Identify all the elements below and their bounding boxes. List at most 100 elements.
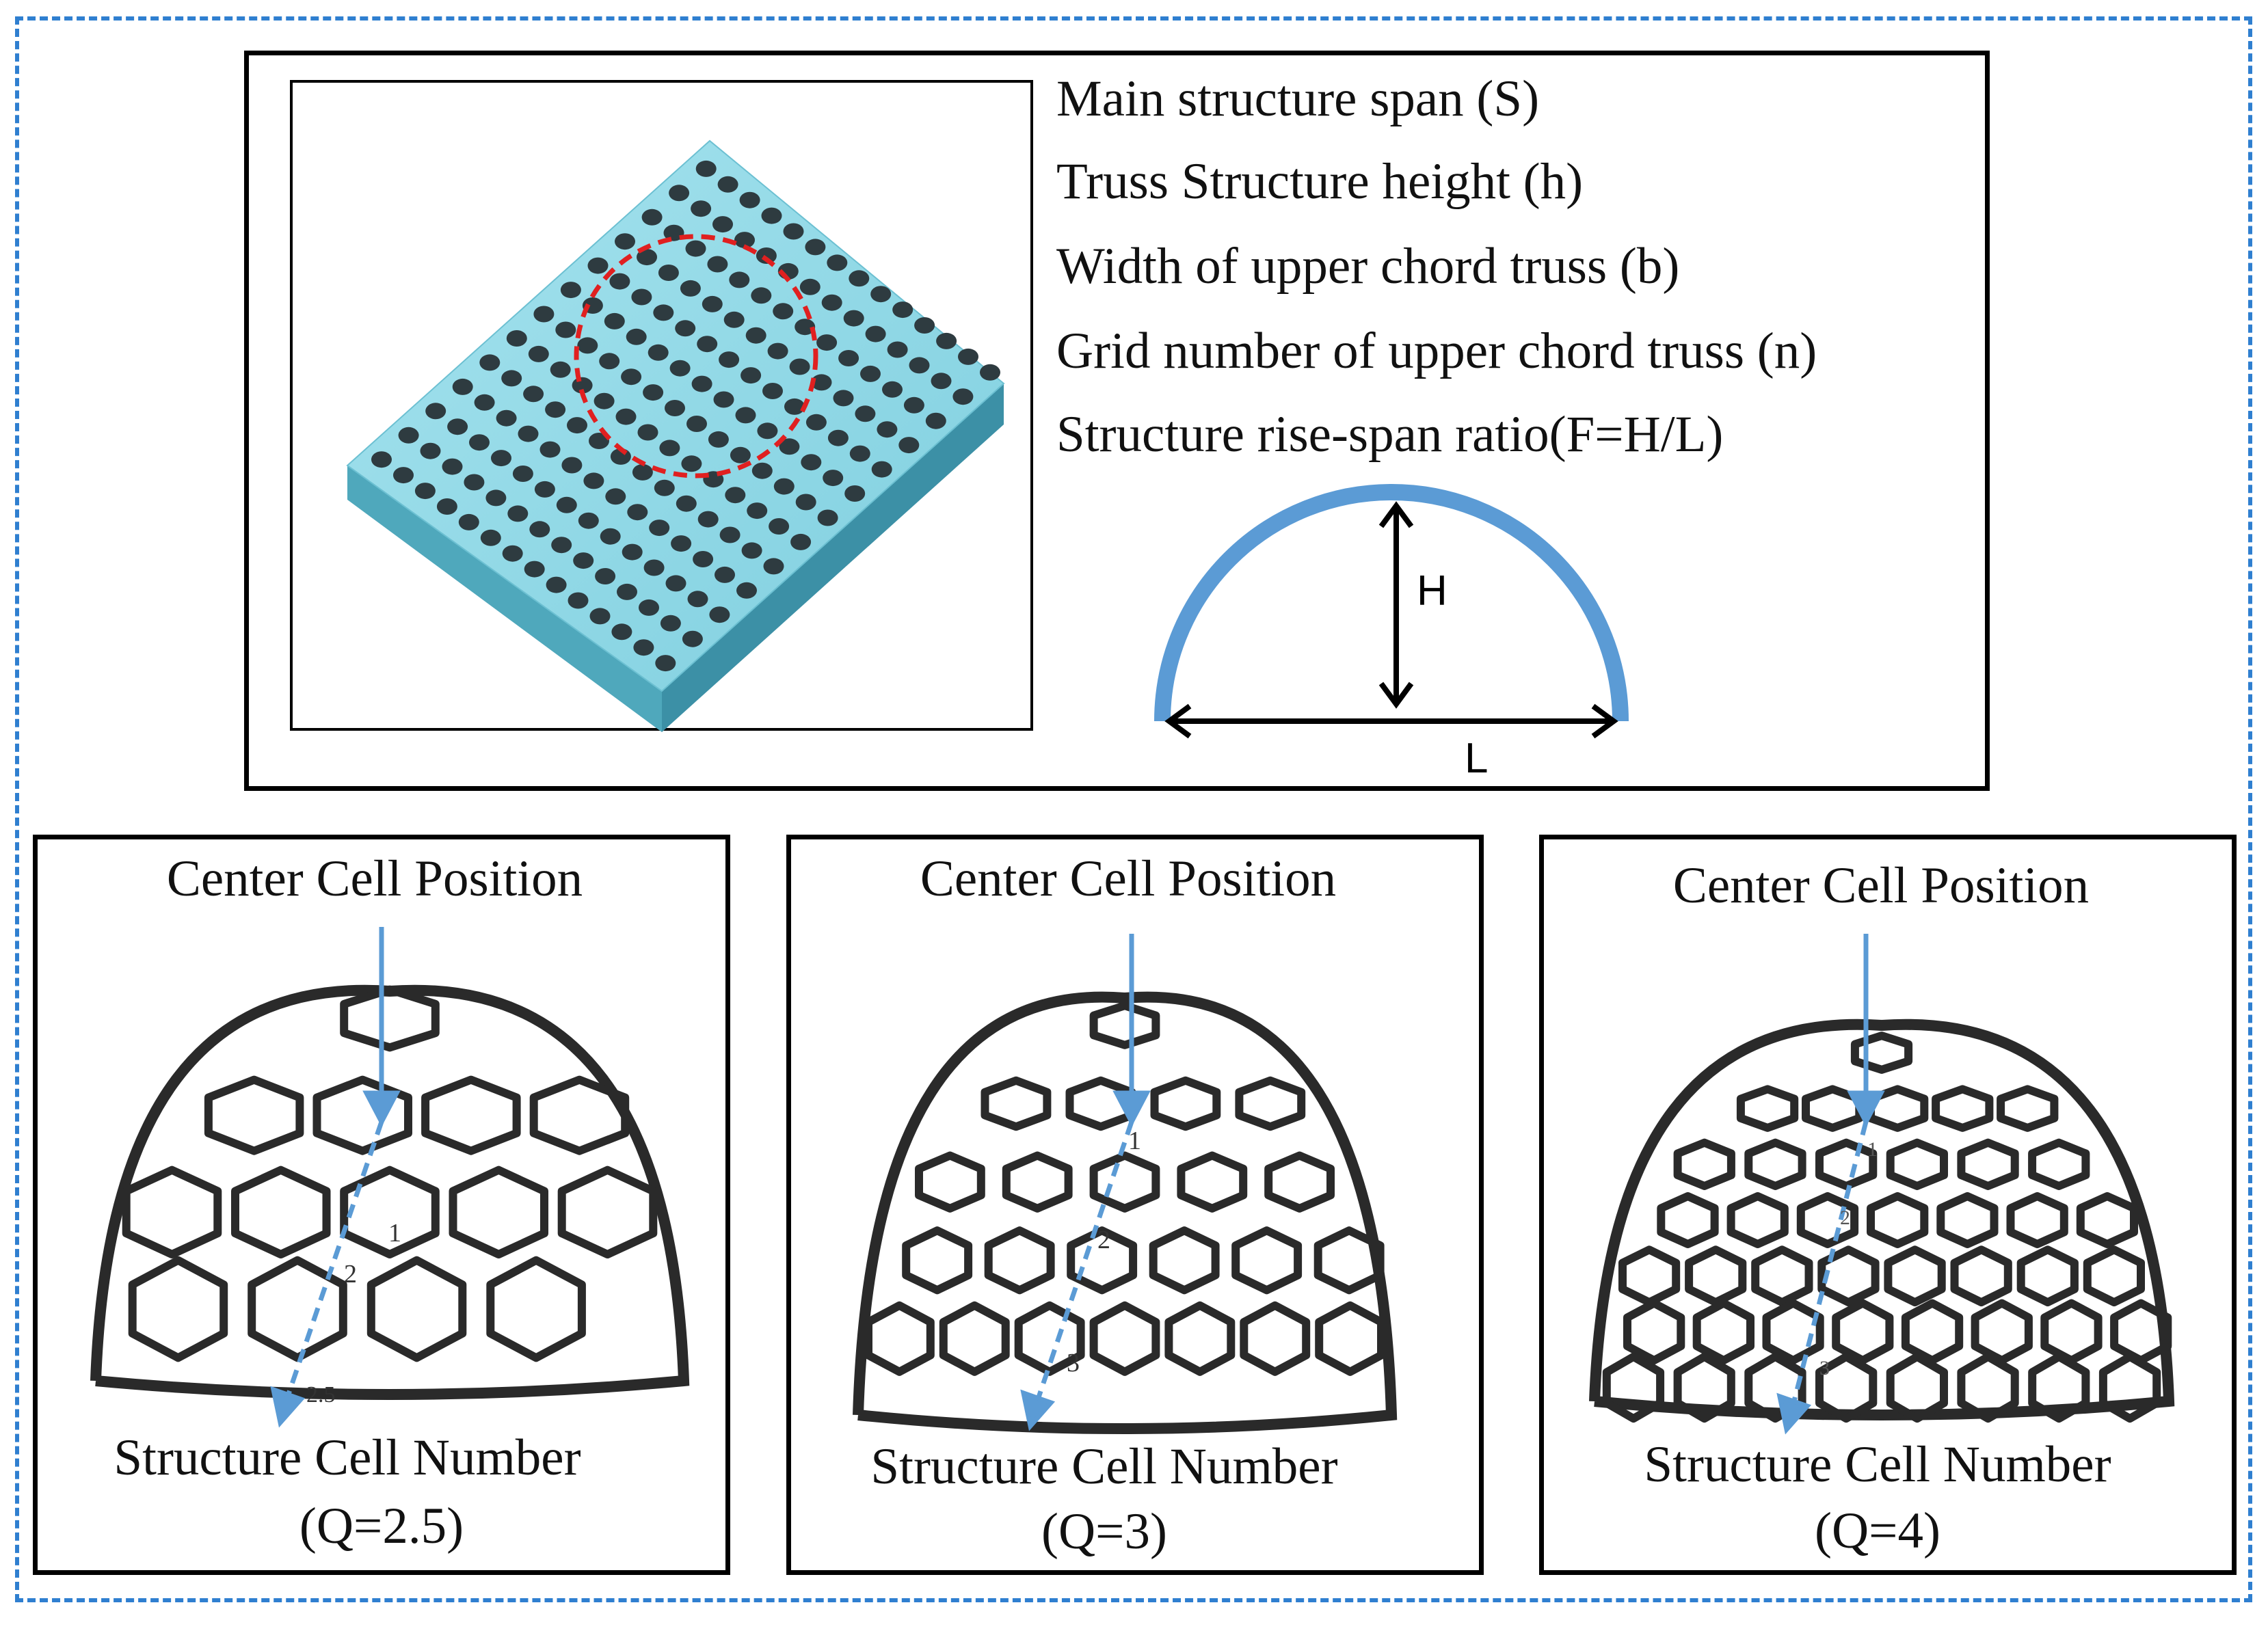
plate-hole [665,575,686,592]
dome-cell [1867,1192,1929,1248]
plate-hole [550,361,571,378]
plate-hole [707,256,728,273]
plate-hole [458,513,479,530]
dome-cell [1150,1076,1221,1131]
panel2-q-label: (Q=3) [1041,1503,1167,1560]
plate-hole [464,474,485,491]
plate-image-frame [290,80,1033,732]
plate-hole [491,450,511,467]
plate-hole [773,478,795,495]
panel2-arrows: 1 2 3 [1020,934,1151,1431]
dome-cell [1149,1226,1220,1295]
plate-hole [622,543,643,561]
plate-hole [821,294,842,311]
plate-hole [469,434,490,451]
plate-hole [633,639,654,656]
dome-cell [2028,1352,2090,1423]
plate-hole [783,223,804,240]
plate-hole [480,529,501,546]
dome-cell [1164,1301,1236,1376]
dome-cell [1089,1151,1160,1213]
dome-cell [1602,1352,1665,1423]
plate-hole [665,400,685,416]
dome-cell [984,1226,1055,1295]
dome-cell [2098,1352,2161,1423]
arrow-span [1164,703,1618,739]
plate-hole [452,378,473,395]
plate-hole [849,270,870,287]
arch-diagram: H L [1154,484,1629,782]
dome-cell [231,1165,331,1258]
plate-hole [958,348,978,365]
plate-hole [617,583,637,600]
dome-cell [2016,1245,2079,1307]
plate-hole [823,470,844,487]
plate-hole [691,200,712,217]
dome-cell [939,1301,1010,1376]
plate-hole [655,655,676,672]
dome-cell [864,1301,935,1376]
plate-hole [799,278,821,295]
plate-hole [506,330,527,347]
plate-hole [751,287,772,304]
dome-cell [1886,1138,1948,1190]
plate-hole [844,485,866,502]
plate-hole [925,412,946,429]
plate-hole [589,433,609,449]
plate-hole [627,504,648,521]
param-width: Width of upper chord truss (b) [1056,238,1680,295]
plate-hole [736,582,757,599]
panel1-bottom-label: Structure Cell Number [114,1429,581,1486]
dome-cell [128,1256,228,1362]
dome-cell [1089,1001,1160,1049]
plate-hole [595,568,616,584]
plate-hole [534,481,555,498]
plate-hole [604,312,625,329]
cell-number-3: 3 [1819,1357,1830,1379]
plate-hole [903,396,924,414]
plate-hole [649,520,670,537]
dome-cell [2006,1192,2068,1248]
plate-hole [805,414,827,431]
dome-cell [1751,1245,1813,1307]
plate-hole [658,265,679,281]
plate-hole [833,390,854,407]
plate-hole [680,280,701,297]
dome-cell [1685,1245,1747,1307]
panel1-arrows: 1 2 2.5 [270,927,401,1428]
plate-hole [578,512,599,529]
dome-cell [529,1075,630,1155]
plate-hole [909,357,930,374]
cell-number-2: 2 [344,1260,357,1289]
plate-hole [931,373,952,390]
plate-hole [827,254,848,271]
dome-cell [1950,1245,2012,1307]
plate-hole [447,418,468,435]
plate-hole [855,405,876,422]
plate-hole [887,341,908,358]
plate-hole [599,353,620,370]
dome-cell [1231,1226,1303,1295]
plate-hole [860,365,881,382]
dome-cell [1673,1352,1735,1423]
plate-hole [643,559,665,576]
plate-hole [741,542,762,559]
plate-hole [719,526,741,543]
highlight-circle [574,234,818,478]
plate-hole [442,458,463,475]
dome-cell [1997,1085,2059,1132]
plate-hole [763,558,784,575]
dome-cell [1264,1151,1335,1213]
dome-cell [122,1165,222,1258]
dome-cell [421,1075,521,1155]
plate-hole [583,472,604,489]
plate-hole [671,535,692,552]
figure-frame [15,16,2252,1602]
panel3-center-label: Center Cell Position [1672,857,2090,914]
dome-cell [1832,1299,1894,1365]
plate-hole [725,487,746,504]
plate-hole [801,454,822,471]
plate-hole [914,317,935,334]
plate-hole [723,311,745,328]
plate-hole [882,381,903,398]
